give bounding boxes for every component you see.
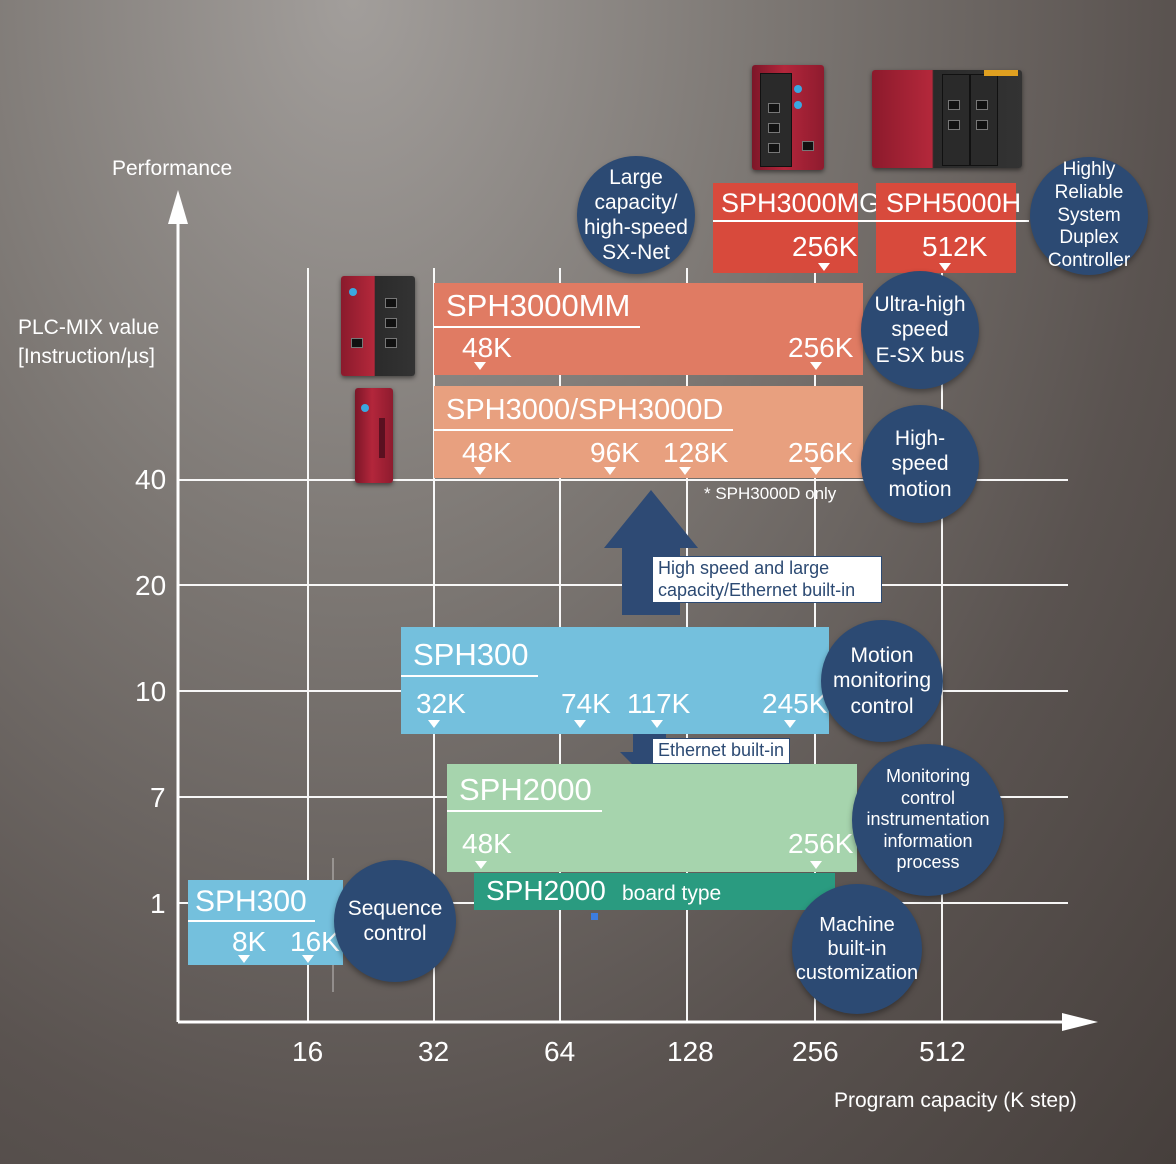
sph300-mid-name: SPH300 bbox=[401, 637, 539, 677]
sph300-cap-117k: 117K bbox=[627, 688, 691, 719]
sph300-cap-8k: 8K bbox=[232, 926, 267, 957]
monitoring-motion-circle: Motion monitoring control bbox=[821, 620, 943, 742]
sph3000mm-photo bbox=[341, 276, 415, 376]
sph3000mm-cap-256k: 256K bbox=[788, 332, 854, 363]
sph3000-cap-48k: 48K bbox=[462, 437, 512, 468]
capacity-marker bbox=[818, 263, 830, 271]
sph2000-board-block: SPH2000 board type bbox=[474, 873, 835, 910]
sph3000mg-capacity: 256K bbox=[792, 231, 858, 262]
capacity-marker bbox=[651, 720, 663, 728]
sph3000mm-name: SPH3000MM bbox=[434, 288, 641, 328]
sph3000-cap-96k: 96K bbox=[590, 437, 640, 468]
capacity-marker bbox=[302, 955, 314, 963]
x-tick: 256 bbox=[792, 1036, 839, 1067]
sph3000mg-name: SPH3000MG bbox=[713, 188, 889, 222]
sph300-cap-74k: 74K bbox=[561, 688, 611, 719]
sxnet-feature-circle: Large capacity/ high-speed SX-Net bbox=[577, 156, 695, 274]
sph3000mg-block: SPH3000MG 256K bbox=[713, 183, 889, 273]
esx-feature-circle: Ultra-high speed E-SX bus bbox=[861, 271, 979, 389]
capacity-marker bbox=[939, 263, 951, 271]
sph2000-cap-256k: 256K bbox=[788, 828, 854, 859]
monitoring-info-circle: Monitoring control instrumentation infor… bbox=[852, 744, 1004, 896]
sph5000h-block: SPH5000H 512K bbox=[876, 183, 1030, 273]
x-axis-arrow bbox=[1062, 1013, 1098, 1031]
sph3000-photo bbox=[355, 388, 393, 483]
sph300-low-name: SPH300 bbox=[188, 885, 315, 922]
capacity-marker bbox=[810, 362, 822, 370]
x-tick: 16 bbox=[292, 1036, 324, 1067]
sph3000-name: SPH3000/SPH3000D bbox=[434, 394, 734, 431]
capacity-marker bbox=[428, 720, 440, 728]
y-tick: 20 bbox=[135, 570, 167, 601]
sph300-mid-block: SPH300 32K 74K 117K 245K bbox=[401, 627, 829, 734]
capacity-marker bbox=[604, 467, 616, 475]
sph300-cap-245k: 245K bbox=[762, 688, 828, 719]
capacity-marker bbox=[784, 720, 796, 728]
capacity-marker bbox=[475, 861, 487, 869]
capacity-marker bbox=[810, 861, 822, 869]
sph2000-block: SPH2000 48K 256K bbox=[447, 764, 857, 872]
sph300-low-block: SPH300 8K 16K bbox=[188, 880, 343, 965]
sph300-cap-32k: 32K bbox=[416, 688, 466, 719]
x-tick: 128 bbox=[667, 1036, 714, 1067]
capacity-marker bbox=[474, 362, 486, 370]
sph3000mg-photo bbox=[752, 65, 824, 170]
sph3000-block: SPH3000/SPH3000D 48K 96K 128K 256K bbox=[434, 386, 863, 478]
sph2000-board-name: SPH2000 bbox=[486, 875, 606, 906]
sph3000mm-block: SPH3000MM 48K 256K bbox=[434, 283, 863, 375]
x-tick: 32 bbox=[418, 1036, 450, 1067]
y-tick: 7 bbox=[150, 782, 166, 813]
high-speed-callout: High speed and large capacity/Ethernet b… bbox=[652, 556, 882, 604]
sequence-circle: Sequence control bbox=[334, 860, 456, 982]
y-axis-subtitle-2: [Instruction/µs] bbox=[18, 345, 155, 368]
machine-circle: Machine built-in customization bbox=[792, 884, 922, 1014]
y-tick: 40 bbox=[135, 464, 167, 495]
x-tick: 64 bbox=[544, 1036, 576, 1067]
capacity-marker bbox=[679, 467, 691, 475]
x-axis-title: Program capacity (K step) bbox=[834, 1089, 1077, 1112]
capacity-marker bbox=[238, 955, 250, 963]
motion-feature-circle: High- speed motion bbox=[861, 405, 979, 523]
duplex-feature-circle: Highly Reliable System Duplex Controller bbox=[1030, 157, 1148, 275]
marker-dot bbox=[591, 913, 598, 920]
sph3000d-note: * SPH3000D only bbox=[704, 484, 837, 503]
sph2000-cap-48k: 48K bbox=[462, 828, 512, 859]
y-tick: 10 bbox=[135, 676, 167, 707]
sph300-cap-16k: 16K bbox=[290, 926, 340, 957]
capacity-marker bbox=[474, 467, 486, 475]
y-axis-title: Performance bbox=[112, 157, 233, 180]
sph5000h-photo bbox=[872, 70, 1022, 168]
sph2000-name: SPH2000 bbox=[447, 772, 602, 812]
sph5000h-capacity: 512K bbox=[922, 231, 988, 262]
y-axis-arrow bbox=[168, 190, 188, 224]
capacity-marker bbox=[574, 720, 586, 728]
y-tick: 1 bbox=[150, 888, 166, 919]
sph3000mm-cap-48k: 48K bbox=[462, 332, 512, 363]
ethernet-callout: Ethernet built-in bbox=[652, 738, 791, 764]
sph5000h-name: SPH5000H bbox=[876, 188, 1030, 222]
sph2000-board-suffix: board type bbox=[622, 882, 722, 905]
y-axis-subtitle-1: PLC-MIX value bbox=[18, 316, 160, 339]
sph3000-cap-256k: 256K bbox=[788, 437, 854, 468]
x-tick: 512 bbox=[919, 1036, 966, 1067]
capacity-marker bbox=[810, 467, 822, 475]
sph3000-cap-128k: 128K bbox=[663, 437, 729, 468]
